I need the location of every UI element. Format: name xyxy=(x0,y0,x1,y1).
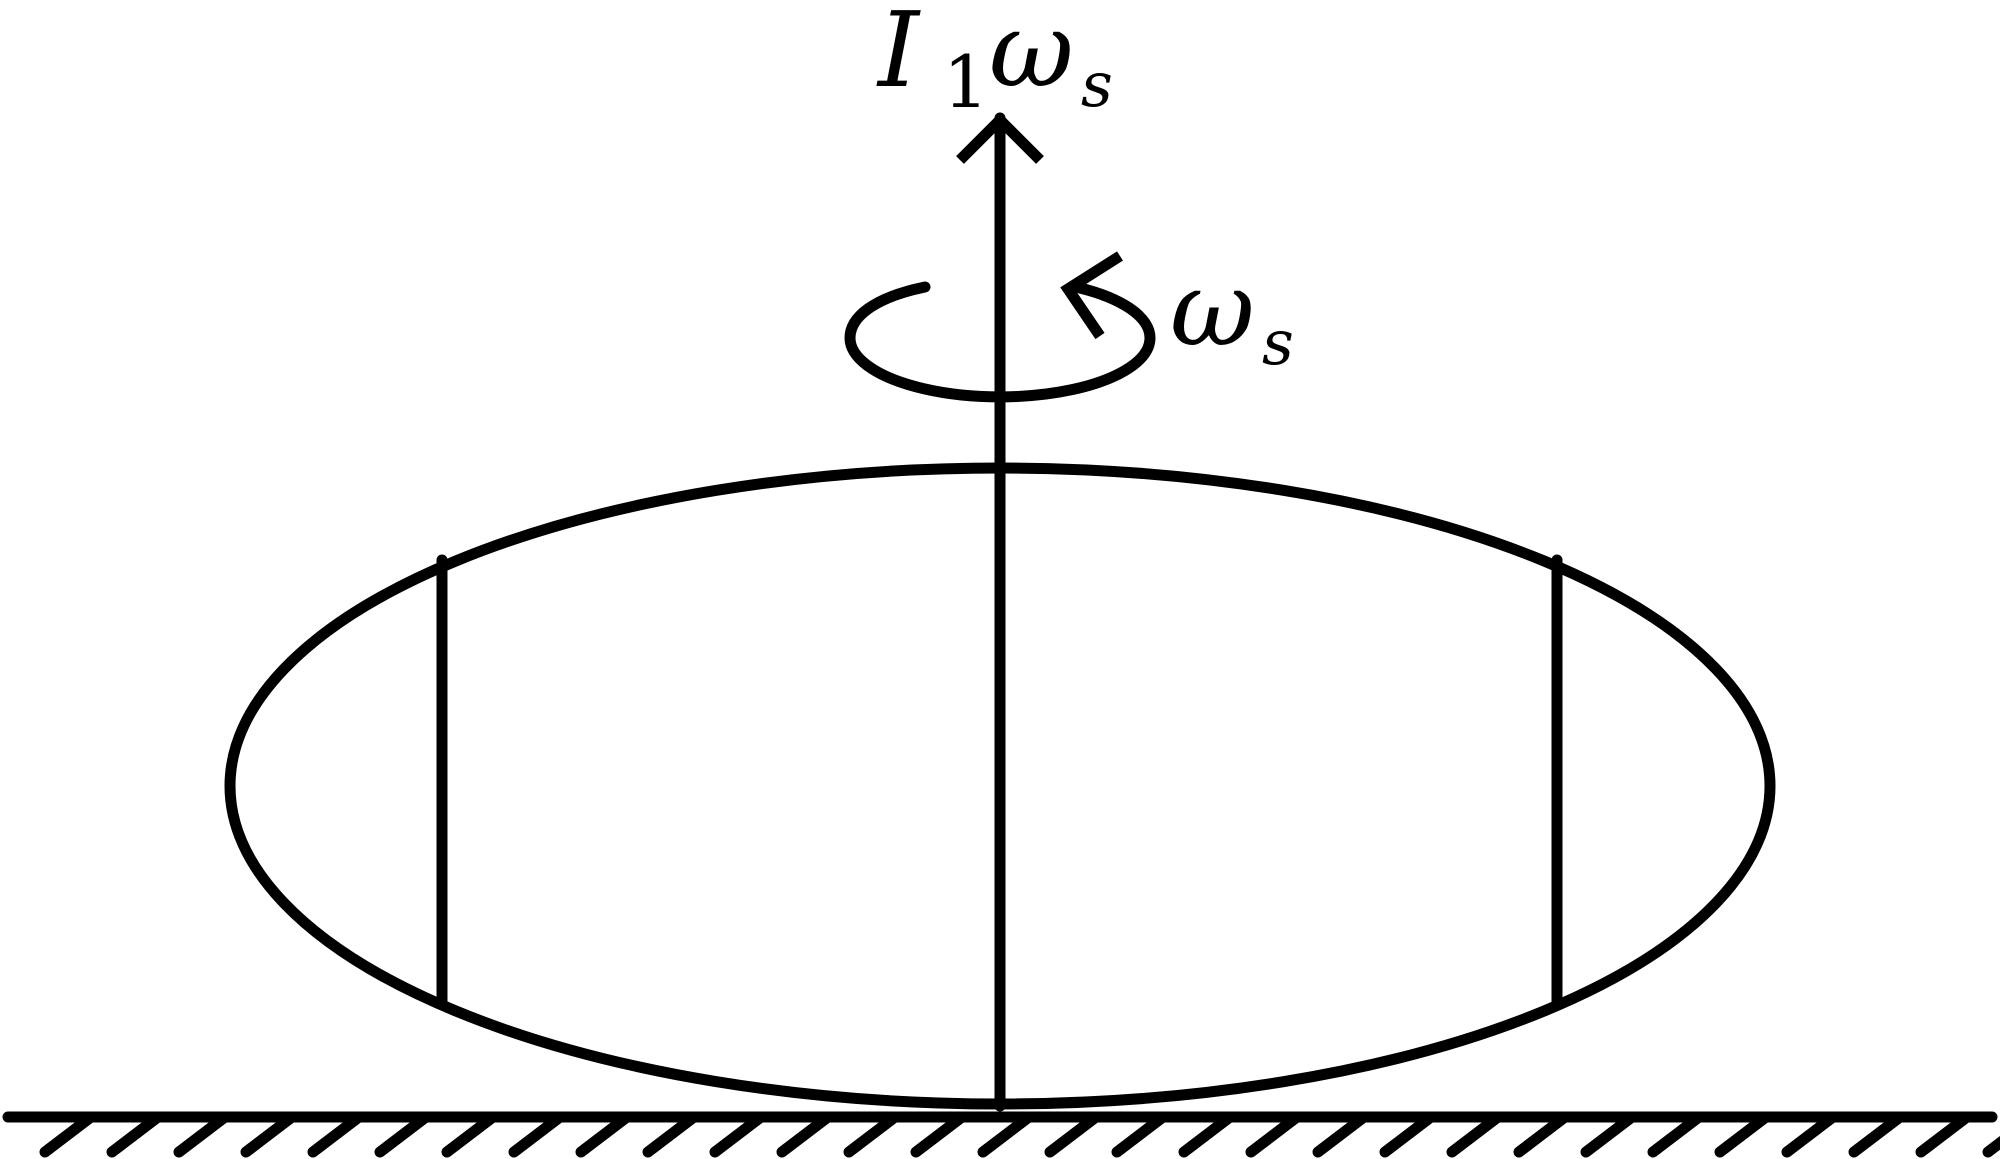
ground-hatch-mark xyxy=(910,1111,968,1158)
ground-hatch-mark xyxy=(1379,1111,1437,1158)
ground-hatch-mark xyxy=(776,1111,834,1158)
ground-hatch-mark xyxy=(977,1111,1035,1158)
ground-hatch-mark xyxy=(1312,1111,1370,1158)
ground-hatch-mark xyxy=(1178,1111,1236,1158)
ground-hatch-mark xyxy=(1848,1111,1906,1158)
ground-hatch-mark xyxy=(1111,1111,1169,1158)
ground-hatch-mark xyxy=(508,1111,566,1158)
ground-hatch-mark xyxy=(1245,1111,1303,1158)
ground-hatch-mark xyxy=(642,1111,700,1158)
ground-hatch-mark xyxy=(106,1111,164,1158)
ground-hatch-mark xyxy=(1580,1111,1638,1158)
ground-hatch-mark xyxy=(240,1111,298,1158)
ground-hatch-mark xyxy=(709,1111,767,1158)
ground-hatching xyxy=(39,1111,2000,1158)
ground-hatch-mark xyxy=(1647,1111,1705,1158)
ground-hatch-mark xyxy=(173,1111,231,1158)
ground-hatch-mark xyxy=(1982,1135,2000,1158)
axis-label-omega: ω xyxy=(989,0,1074,111)
axis-label-symbol: I xyxy=(876,0,921,111)
ground-hatch-mark xyxy=(843,1111,901,1158)
ground-hatch-mark xyxy=(1781,1111,1839,1158)
ground-hatch-mark xyxy=(307,1111,365,1158)
ground-hatch-mark xyxy=(575,1111,633,1158)
spin-arrowhead-icon xyxy=(1060,251,1123,340)
ground-hatch-mark xyxy=(1044,1111,1102,1158)
axis-arrowhead-icon xyxy=(956,112,1044,164)
ground-hatch-mark xyxy=(374,1111,432,1158)
spin-label-omega-subscript: s xyxy=(1262,306,1294,379)
ground-hatch-mark xyxy=(1915,1111,1973,1158)
axis-label-omega-subscript: s xyxy=(1081,48,1113,121)
ground-hatch-mark xyxy=(441,1111,499,1158)
ground-hatch-mark xyxy=(1446,1111,1504,1158)
ground-hatch-mark xyxy=(1714,1111,1772,1158)
spin-label-omega: ω xyxy=(1170,248,1255,370)
spin-arrow-loop xyxy=(844,281,1156,403)
ground-hatch-mark xyxy=(39,1111,97,1158)
axis-label-subscript: 1 xyxy=(943,40,989,124)
ground-hatch-mark xyxy=(1513,1111,1571,1158)
